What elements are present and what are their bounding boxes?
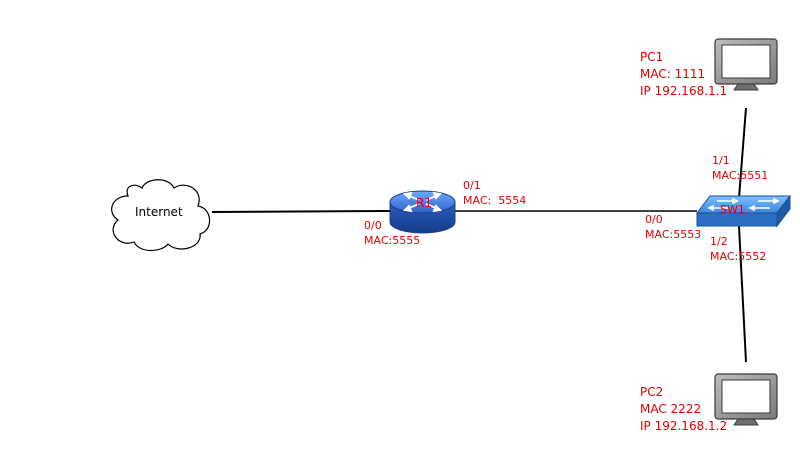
cloud-icon (111, 179, 211, 252)
link-sw1-pc1 (738, 107, 747, 199)
switch-label: SW1 (720, 203, 745, 216)
port-mac: MAC: 5554 (463, 194, 527, 207)
port-number: 1/2 (710, 235, 728, 248)
monitor-icon (714, 38, 778, 91)
monitor-icon (714, 373, 778, 426)
port-mac: MAC:5551 (712, 169, 769, 182)
switch-icon (695, 194, 792, 228)
port-mac: MAC:5555 (364, 234, 421, 247)
internet-label: Internet (135, 205, 183, 219)
router-label: R1 (416, 196, 432, 210)
r1-port-00: 0/0 MAC:5555 (364, 218, 420, 248)
sw1-port-11: 1/1 MAC:5551 (712, 153, 768, 183)
port-number: 0/1 (463, 179, 481, 192)
pc1-ip: IP 192.168.1.1 (640, 84, 728, 98)
pc1-mac: MAC: 1111 (640, 67, 706, 81)
port-number: 1/1 (712, 154, 730, 167)
link-internet-r1 (211, 210, 391, 213)
pc2-ip: IP 192.168.1.2 (640, 419, 728, 433)
pc1-name: PC1 (640, 50, 664, 64)
link-sw1-pc2 (738, 225, 747, 363)
r1-port-01: 0/1 MAC: 5554 (463, 178, 526, 208)
pc2-mac: MAC 2222 (640, 402, 702, 416)
pc2-name: PC2 (640, 385, 664, 399)
sw1-port-12: 1/2 MAC:5552 (710, 234, 766, 264)
port-mac: MAC:5552 (710, 250, 767, 263)
port-mac: MAC:5553 (645, 228, 702, 241)
sw1-port-00: 0/0 MAC:5553 (645, 212, 701, 242)
pc2-info: PC2 MAC 2222 IP 192.168.1.2 (640, 384, 727, 435)
pc1-info: PC1 MAC: 1111 IP 192.168.1.1 (640, 49, 727, 100)
port-number: 0/0 (364, 219, 382, 232)
router-icon (389, 190, 456, 234)
port-number: 0/0 (645, 213, 663, 226)
